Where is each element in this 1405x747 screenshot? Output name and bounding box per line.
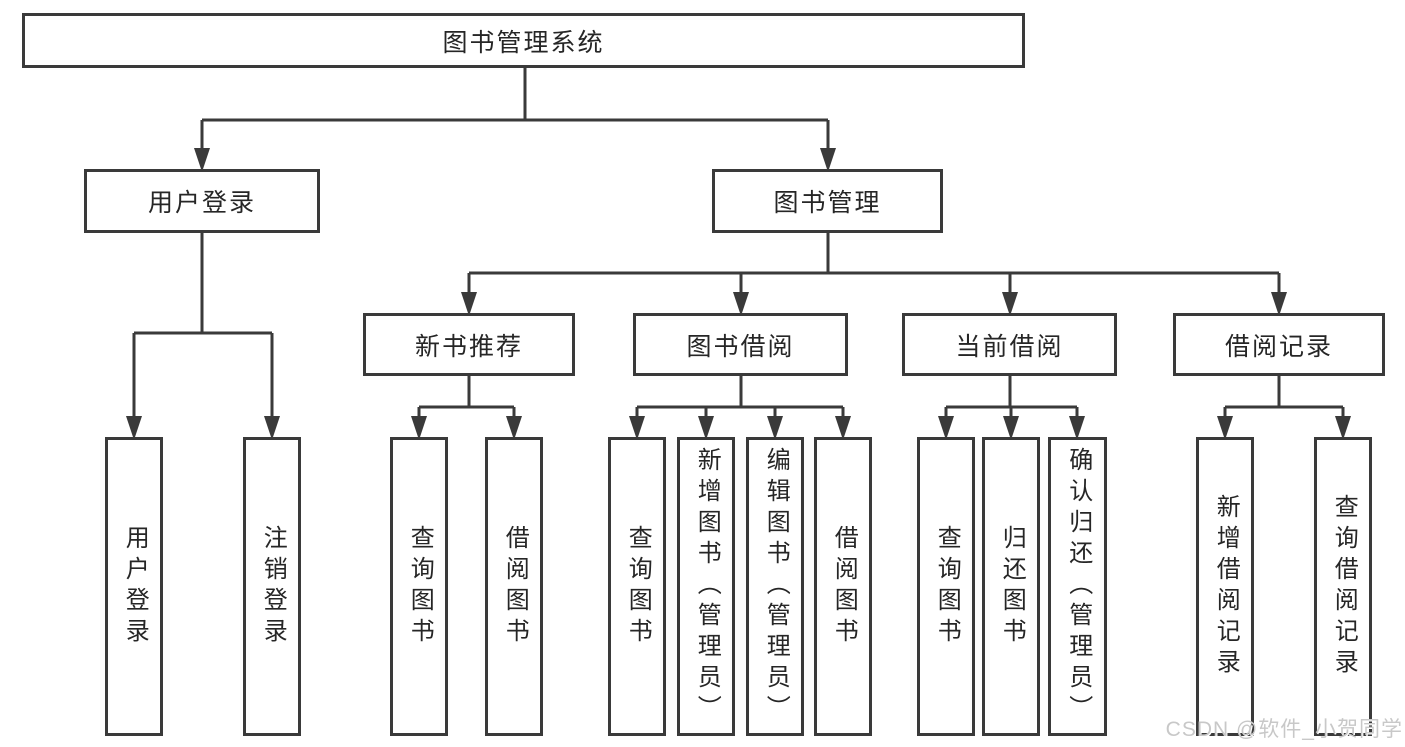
- connector-borrow-record-children: [1217, 376, 1351, 440]
- node-current-borrowing: 当前借阅: [902, 313, 1117, 376]
- node-br-query-record-label: 查询借阅记录: [1330, 493, 1358, 680]
- node-br-add-record: 新增借阅记录: [1196, 437, 1254, 736]
- node-borrowing-records: 借阅记录: [1173, 313, 1385, 376]
- node-nbr-borrow-books-label: 借阅图书: [501, 524, 529, 649]
- connector-book-mgmt-children: [461, 233, 1287, 316]
- node-bb-edit-books-admin-label: 编辑图书（管理员）: [762, 447, 790, 726]
- node-bb-edit-books-admin: 编辑图书（管理员）: [746, 437, 804, 736]
- node-bb-query-books: 查询图书: [608, 437, 666, 736]
- node-nbr-query-books: 查询图书: [390, 437, 448, 736]
- node-br-query-record: 查询借阅记录: [1314, 437, 1372, 736]
- connector-new-book-rec-children: [411, 376, 522, 440]
- node-br-add-record-label: 新增借阅记录: [1212, 493, 1240, 680]
- node-bb-add-books-admin: 新增图书（管理员）: [677, 437, 735, 736]
- connector-root-to-level2: [194, 68, 836, 172]
- node-nbr-query-books-label: 查询图书: [406, 524, 434, 649]
- watermark: CSDN @软件_小贺同学: [1165, 718, 1403, 741]
- node-cb-confirm-return-admin: 确认归还（管理员）: [1048, 437, 1107, 736]
- node-leaf-logout-label: 注销登录: [259, 524, 287, 649]
- node-borrowing-records-label: 借阅记录: [1224, 332, 1333, 361]
- node-book-management: 图书管理: [712, 169, 943, 233]
- node-cb-return-books: 归还图书: [982, 437, 1040, 736]
- node-leaf-user-login-label: 用户登录: [121, 524, 149, 649]
- node-cb-return-books-label: 归还图书: [998, 524, 1026, 649]
- node-bb-borrow-books: 借阅图书: [814, 437, 872, 736]
- node-cb-confirm-return-admin-label: 确认归还（管理员）: [1064, 447, 1092, 726]
- node-bb-query-books-label: 查询图书: [624, 524, 652, 649]
- node-leaf-user-login: 用户登录: [105, 437, 163, 736]
- node-cb-query-books-label: 查询图书: [933, 524, 961, 649]
- node-current-borrowing-label: 当前借阅: [955, 332, 1064, 361]
- node-new-book-recommend-label: 新书推荐: [414, 332, 523, 361]
- node-cb-query-books: 查询图书: [917, 437, 975, 736]
- node-nbr-borrow-books: 借阅图书: [485, 437, 543, 736]
- node-book-borrowing-label: 图书借阅: [686, 332, 795, 361]
- node-leaf-logout: 注销登录: [243, 437, 301, 736]
- node-bb-borrow-books-label: 借阅图书: [830, 524, 858, 649]
- connector-book-borrow-children: [629, 376, 851, 440]
- node-bb-add-books-admin-label: 新增图书（管理员）: [693, 447, 721, 726]
- node-library-system-label: 图书管理系统: [442, 28, 605, 57]
- node-book-management-label: 图书管理: [773, 189, 882, 217]
- node-user-login-label: 用户登录: [147, 189, 256, 217]
- node-library-system: 图书管理系统: [22, 13, 1025, 68]
- node-book-borrowing: 图书借阅: [633, 313, 848, 376]
- connector-current-borrow-children: [938, 376, 1085, 440]
- node-user-login: 用户登录: [84, 169, 320, 233]
- node-new-book-recommend: 新书推荐: [363, 313, 575, 376]
- connector-user-login-children: [126, 233, 280, 440]
